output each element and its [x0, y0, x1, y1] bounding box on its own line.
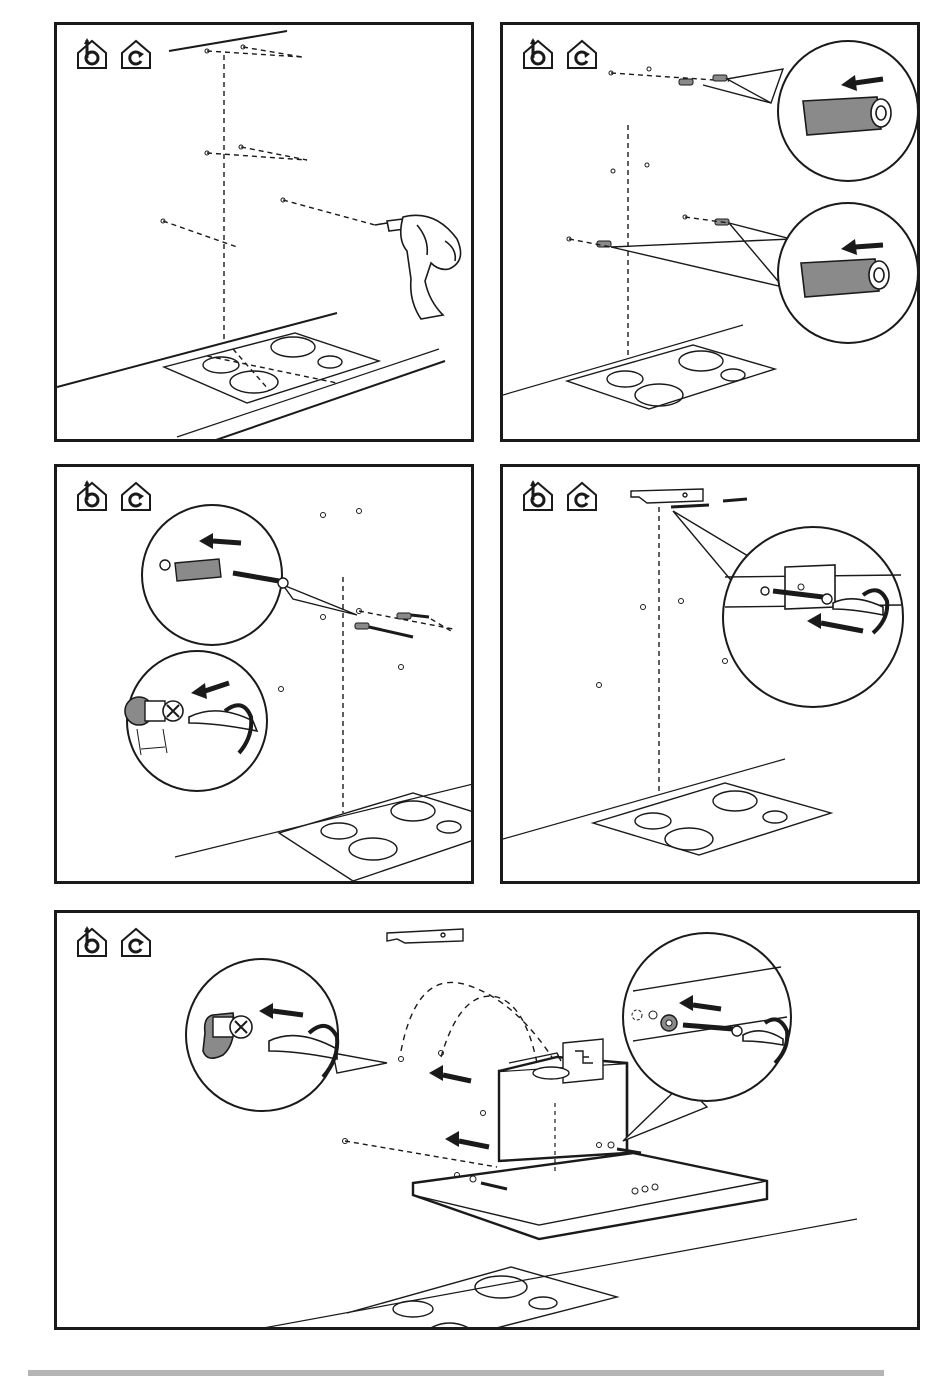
panel-step-5: [54, 910, 920, 1330]
recirculate-icon: [565, 37, 599, 71]
bracket-diagram: [503, 467, 920, 884]
drill-icon: [375, 215, 461, 319]
hood-hanging-diagram: [57, 913, 920, 1330]
footer-bar: [28, 1370, 884, 1376]
recirculate-icon: [119, 37, 153, 71]
duct-out-icon: [521, 479, 555, 513]
duct-out-icon: [75, 479, 109, 513]
duct-out-icon: [521, 37, 555, 71]
wall-plug-icon: [803, 97, 891, 135]
panel-step-3: [54, 464, 474, 884]
recirculate-icon: [119, 925, 153, 959]
bracket-icon: [631, 489, 703, 503]
drill-diagram: [57, 25, 474, 442]
panel-step-1: [54, 22, 474, 442]
screw-fixing-diagram: [57, 467, 474, 884]
panel-step-4: [500, 464, 920, 884]
panel-step-2: [500, 22, 920, 442]
recirculate-icon: [119, 479, 153, 513]
wall-plug-diagram: [503, 25, 920, 442]
duct-out-icon: [75, 37, 109, 71]
recirculate-icon: [565, 479, 599, 513]
duct-out-icon: [75, 925, 109, 959]
cooktop: [164, 333, 379, 403]
